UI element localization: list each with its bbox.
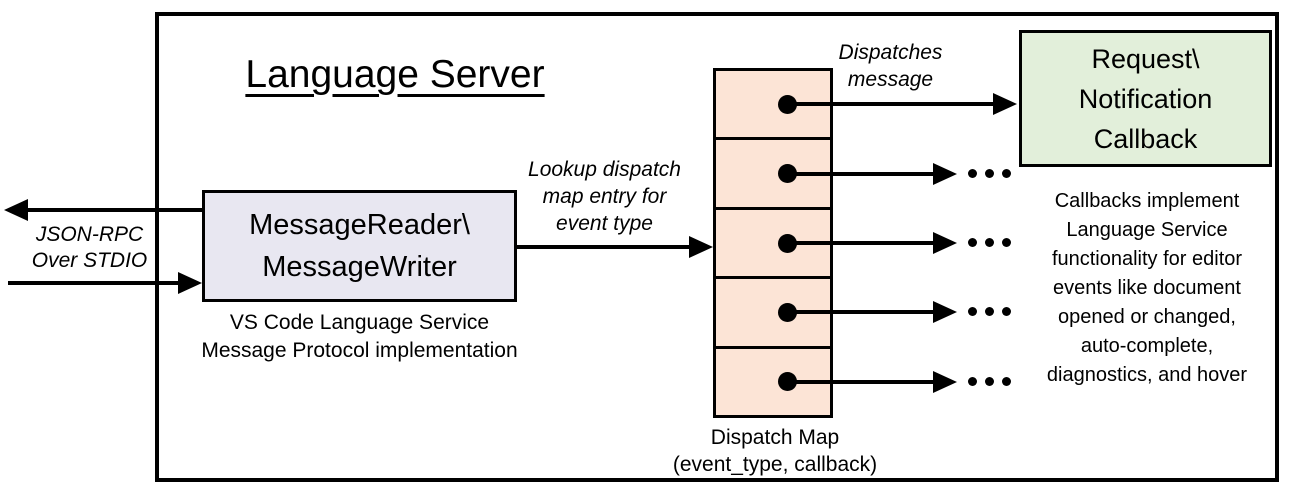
callback-note: Callbacks implement Language Service fun… (1018, 187, 1276, 390)
lookup-link-label-line1: Lookup dispatch (528, 158, 681, 181)
dispatch-cell (716, 206, 830, 276)
stdio-in-arrowhead-icon (178, 272, 202, 294)
ellipsis-icon (968, 377, 1011, 386)
message-reader-label-line2: MessageWriter (262, 251, 457, 283)
dispatch-arrow-line (788, 172, 935, 176)
callback-note-line4: events like document (1053, 277, 1241, 299)
lookup-arrowhead-icon (689, 236, 713, 258)
ellipsis-icon (968, 307, 1011, 316)
callback-label-line1: Request\ (1091, 43, 1200, 74)
dispatch-arrowhead-icon (933, 301, 957, 323)
diagram-title: Language Server (245, 53, 545, 96)
message-reader-caption: VS Code Language Service Message Protoco… (187, 309, 532, 365)
dispatch-link-label-line1: Dispatches (838, 41, 943, 64)
stdio-link-label-line1: JSON-RPC (35, 223, 144, 246)
message-reader-caption-line1: VS Code Language Service (229, 311, 490, 334)
lookup-link-label: Lookup dispatch map entry for event type (512, 156, 697, 237)
message-reader-writer-box: MessageReader\ MessageWriter (202, 190, 517, 302)
ellipsis-icon (968, 169, 1011, 178)
stdio-link-label-line2: Over STDIO (31, 249, 148, 272)
dispatch-arrowhead-icon (933, 371, 957, 393)
dispatch-cell (716, 137, 830, 206)
stdio-out-arrow-line (26, 208, 202, 212)
lookup-link-label-line2: map entry for (542, 185, 667, 208)
dispatch-link-label: Dispatches message (823, 39, 958, 93)
map-entry-dot (778, 94, 797, 114)
dispatch-arrowhead-icon (933, 232, 957, 254)
dispatch-arrowhead-icon (933, 163, 957, 185)
callback-note-line2: Language Service (1066, 219, 1228, 241)
dispatch-cell (716, 276, 830, 345)
callback-note-line1: Callbacks implement (1054, 190, 1240, 212)
lookup-arrow-line (517, 245, 691, 249)
dispatch-arrow-line (788, 241, 935, 245)
stdio-out-arrowhead-icon (4, 199, 28, 221)
dispatch-arrow-line (788, 102, 995, 106)
callback-note-line3: functionality for editor (1051, 248, 1243, 270)
lookup-link-label-line3: event type (556, 212, 653, 235)
dispatch-arrow-line (788, 380, 935, 384)
callback-note-line7: diagnostics, and hover (1046, 364, 1248, 386)
dispatch-arrow-line (788, 310, 935, 314)
callback-label-line3: Callback (1093, 123, 1198, 154)
language-server-boundary-box (155, 12, 1279, 482)
callback-note-line6: auto-complete, (1080, 335, 1214, 357)
dispatch-cell (716, 345, 830, 415)
dispatch-map-label-line2: (event_type, callback) (672, 453, 878, 476)
map-entry-dot (778, 164, 797, 184)
map-entry-dot (778, 302, 797, 322)
dispatch-link-label-line2: message (847, 68, 934, 91)
message-reader-caption-line2: Message Protocol implementation (201, 339, 518, 362)
dispatch-cell (716, 71, 830, 137)
request-notification-callback-box: Request\ Notification Callback (1019, 30, 1272, 167)
dispatch-arrowhead-icon (993, 93, 1017, 115)
callback-label-line2: Notification (1078, 83, 1213, 114)
stdio-in-arrow-line (8, 281, 180, 285)
ellipsis-icon (968, 238, 1011, 247)
map-entry-dot (778, 233, 797, 253)
callback-note-line5: opened or changed, (1058, 306, 1236, 328)
message-reader-label-line1: MessageReader\ (249, 209, 470, 241)
map-entry-dot (778, 372, 797, 392)
stdio-link-label: JSON-RPC Over STDIO (12, 222, 167, 274)
dispatch-map-label: Dispatch Map (event_type, callback) (653, 424, 897, 478)
dispatch-map-label-line1: Dispatch Map (710, 426, 840, 449)
